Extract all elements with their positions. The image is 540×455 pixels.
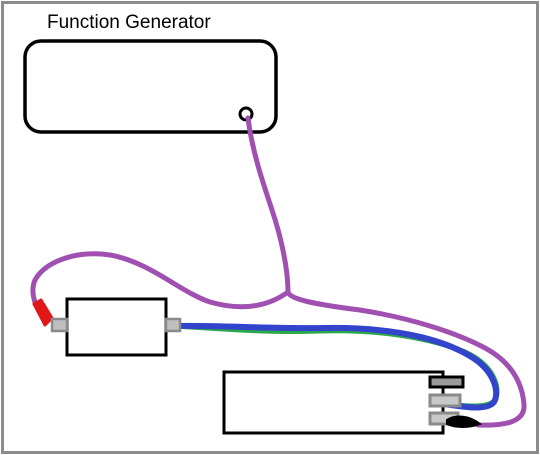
device-terminal-top (428, 375, 465, 389)
device-terminal-middle (428, 393, 462, 408)
function-generator-box (23, 39, 278, 134)
black-clip (446, 415, 482, 428)
left-component-terminal-right (164, 317, 182, 333)
purple-wire-loop (30, 251, 291, 315)
left-component-terminal-left (50, 317, 69, 333)
purple-wire-main (245, 115, 527, 428)
blue-wire (169, 322, 500, 411)
left-component-box (65, 297, 168, 357)
function-generator-label: Function Generator (47, 12, 211, 33)
red-clip (32, 298, 54, 327)
bottom-device-box (222, 370, 445, 435)
